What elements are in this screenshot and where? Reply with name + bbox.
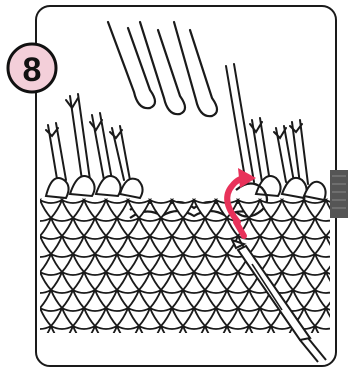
- step-badge: 8: [8, 44, 56, 92]
- knit-stitch: [337, 218, 348, 236]
- knit-stitch: [337, 254, 348, 272]
- step-number: 8: [23, 51, 42, 89]
- knit-stitch: [337, 290, 348, 308]
- knit-stitch: [337, 326, 348, 344]
- side-tab: [330, 170, 348, 218]
